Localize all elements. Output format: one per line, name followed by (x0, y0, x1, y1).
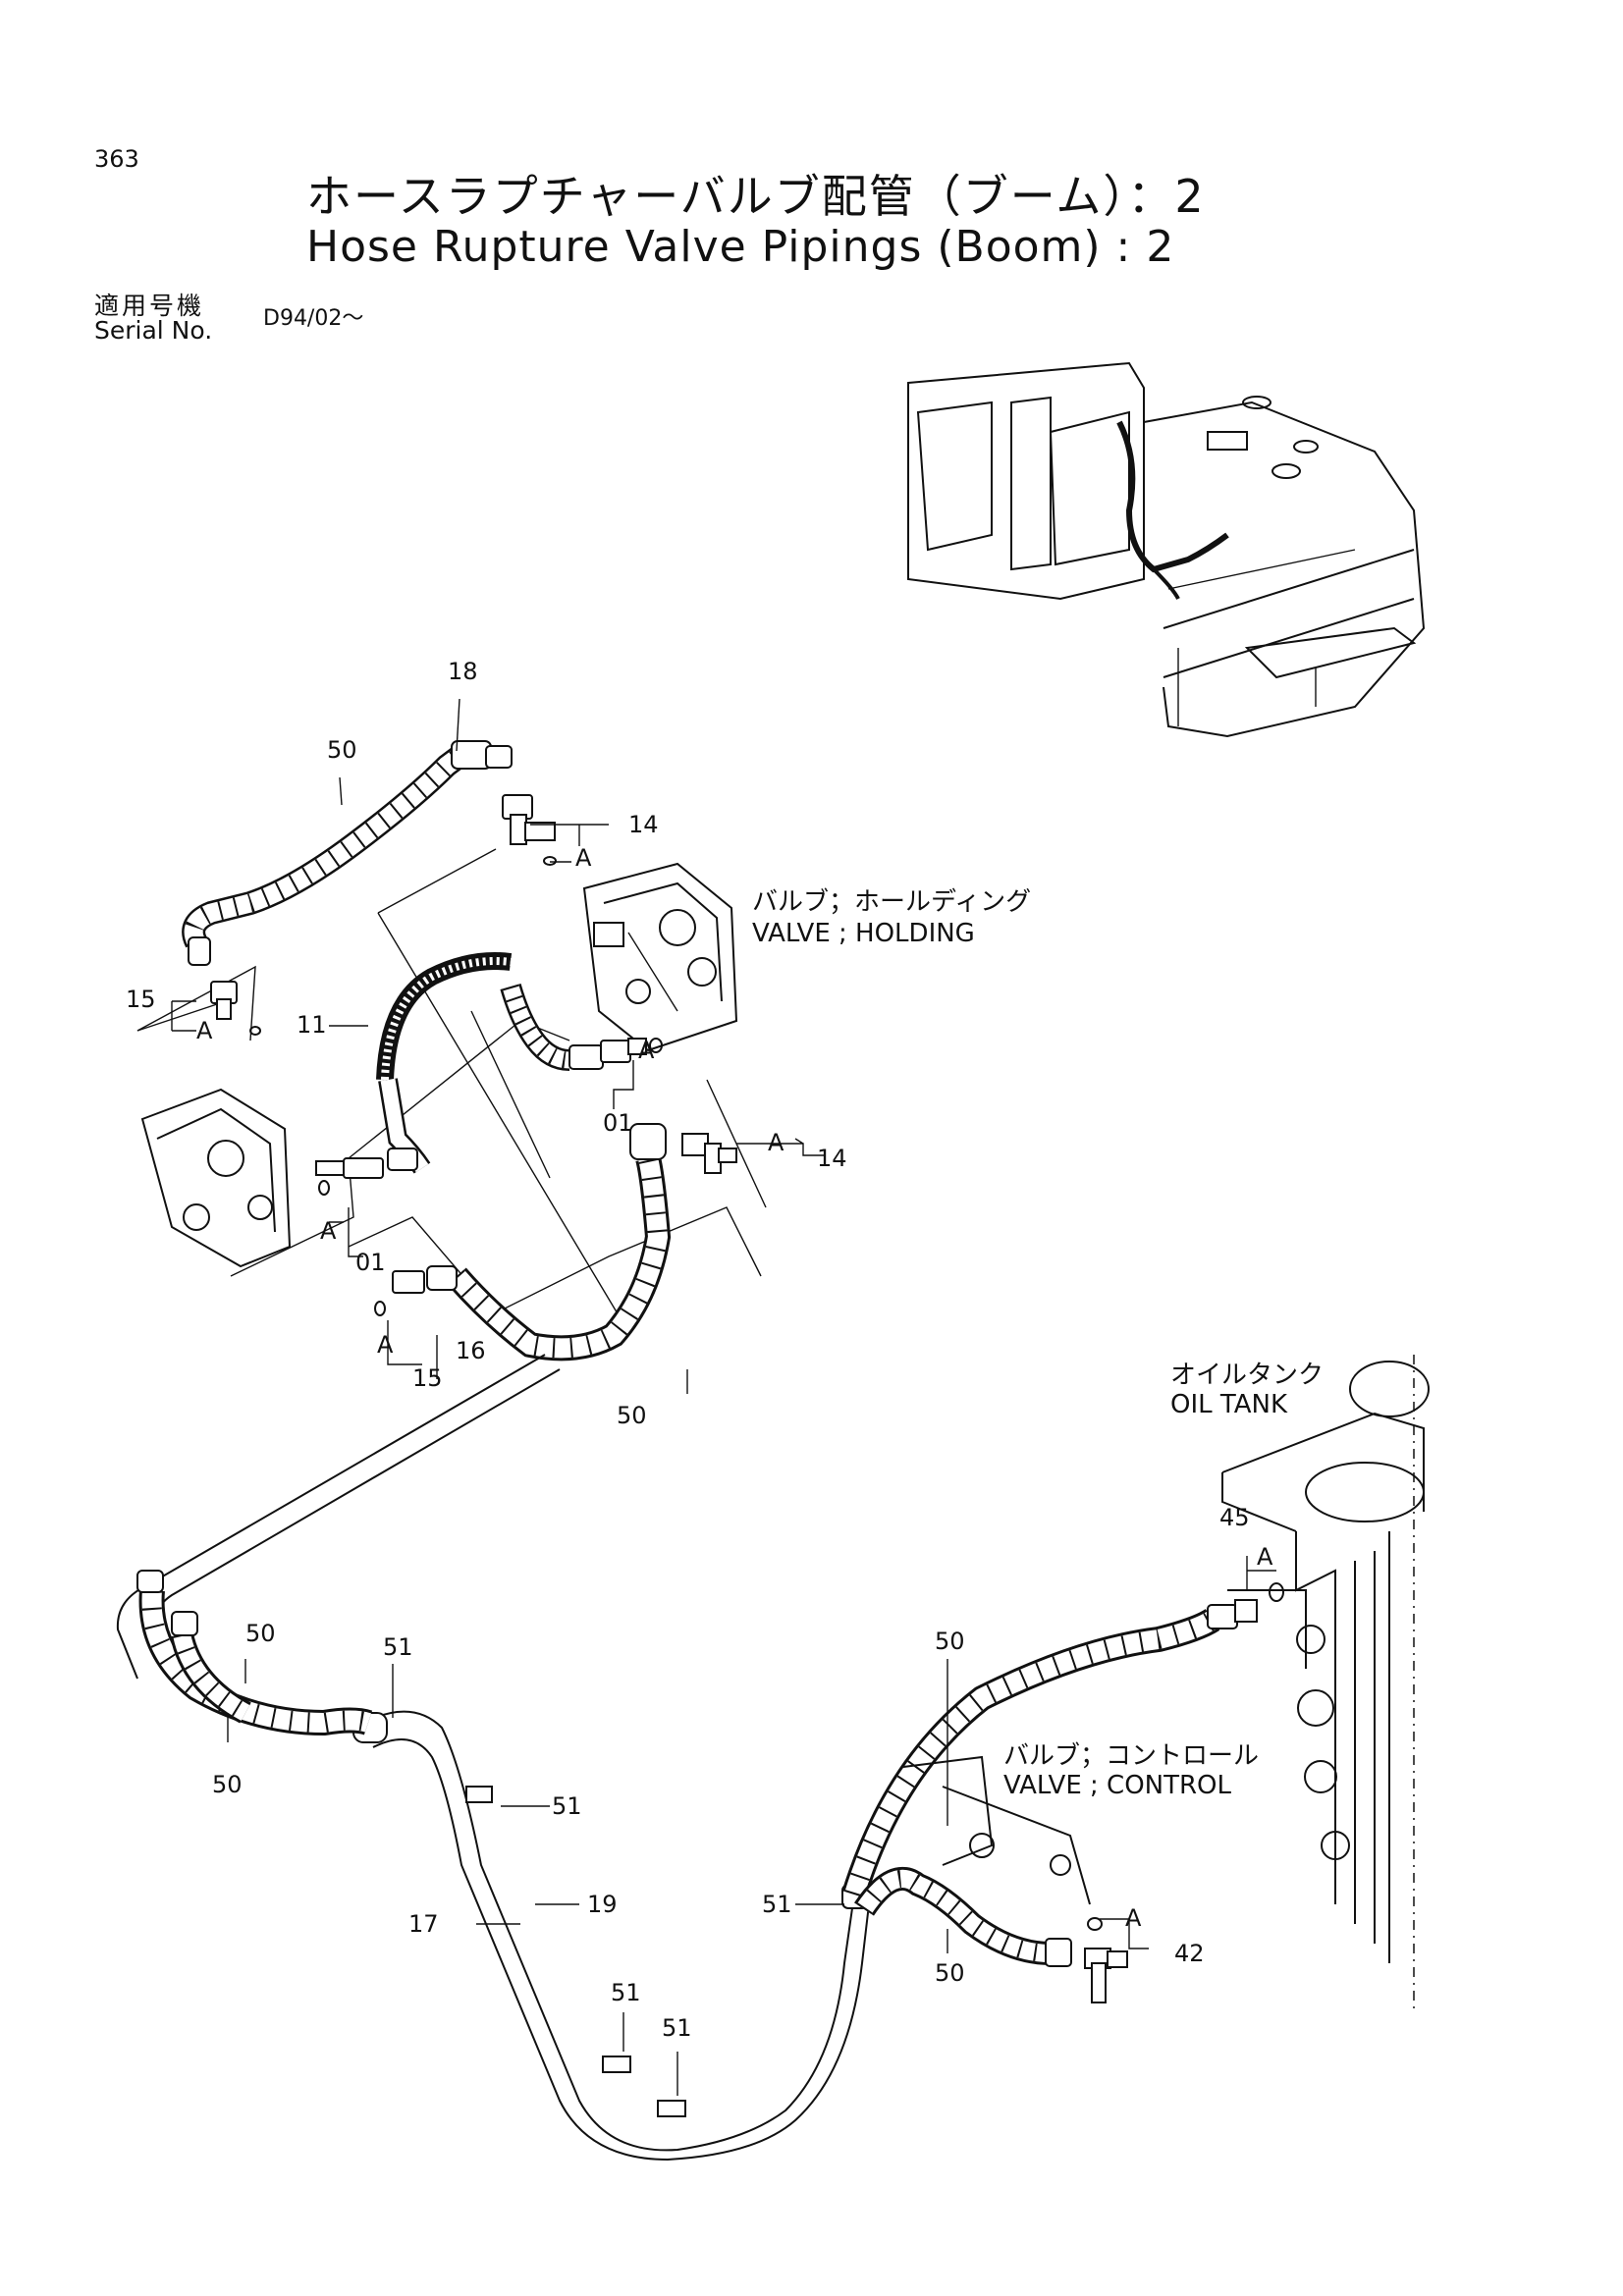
callout-a-15-lower: A (377, 1331, 394, 1359)
serial-value: D94/02～ (263, 306, 364, 331)
callout-50-top: 50 (327, 736, 357, 764)
hose-upper (182, 740, 513, 966)
serial-label-japanese: 適用号機 (94, 292, 205, 320)
hose-middle (374, 1123, 737, 1362)
callout-18: 18 (448, 658, 478, 685)
page-title-japanese: ホースラプチャーバルブ配管（ブーム）：2 (306, 170, 1206, 223)
callout-50-mid: 50 (617, 1402, 647, 1429)
hose-lower-right (841, 1582, 1284, 2003)
callout-a-42: A (1125, 1904, 1142, 1932)
label-oil-tank-jp: オイルタンク (1170, 1361, 1325, 1390)
callout-17: 17 (408, 1910, 439, 1938)
label-valve-holding-en: VALVE ; HOLDING (752, 919, 975, 948)
hose-11-coiled (315, 952, 513, 1196)
callout-51-e: 51 (662, 2014, 692, 2042)
label-valve-holding-jp: バルブ；ホールディング (752, 887, 1032, 917)
callout-a-left: A (196, 1017, 213, 1044)
callout-50-left-b: 50 (212, 1771, 243, 1798)
page-number: 363 (94, 145, 139, 173)
callout-16: 16 (456, 1337, 486, 1364)
callout-50-right: 50 (935, 1628, 965, 1655)
label-valve-control-jp: バルブ；コントロール (1003, 1741, 1260, 1771)
fittings-upper (210, 794, 557, 1036)
callout-a-top: A (575, 844, 592, 872)
label-valve-control-en: VALVE ; CONTROL (1003, 1771, 1232, 1800)
callout-a-45: A (1257, 1543, 1273, 1571)
page-title-english: Hose Rupture Valve Pipings (Boom) : 2 (306, 222, 1175, 272)
callout-15-left: 15 (126, 986, 156, 1013)
hose-short-right (500, 983, 663, 1071)
callout-14-mid: 14 (817, 1145, 847, 1172)
holding-valve-left-illustration (140, 1088, 292, 1268)
callout-51-d: 51 (611, 1979, 641, 2006)
callout-14-top: 14 (628, 811, 659, 838)
callout-01-right: 01 (603, 1109, 633, 1137)
callout-45: 45 (1219, 1504, 1250, 1531)
callout-51-c: 51 (762, 1891, 792, 1918)
control-valve-and-oil-tank-illustration (902, 1355, 1430, 2012)
callout-50-lower: 50 (935, 1959, 965, 1987)
callout-a-14-mid: A (768, 1129, 784, 1156)
label-oil-tank-en: OIL TANK (1170, 1390, 1288, 1419)
callout-a-mid-right: A (638, 1037, 655, 1064)
callout-51-b: 51 (552, 1792, 582, 1820)
callout-15-lower: 15 (412, 1364, 443, 1392)
callout-50-left-a: 50 (245, 1620, 276, 1647)
callout-51-a: 51 (383, 1633, 413, 1661)
callout-leaders (171, 698, 1276, 2096)
callout-19: 19 (587, 1891, 618, 1918)
holding-valve-right-illustration (582, 862, 738, 1052)
callout-a-01-left: A (320, 1217, 337, 1245)
hose-lower-left (136, 1570, 373, 1736)
excavator-overview-illustration (907, 361, 1426, 738)
callout-01-left: 01 (355, 1249, 386, 1276)
callout-42: 42 (1174, 1940, 1205, 1967)
callout-11: 11 (297, 1011, 327, 1039)
pipes-17-19 (116, 1354, 879, 2162)
serial-label-english: Serial No. (94, 316, 213, 345)
